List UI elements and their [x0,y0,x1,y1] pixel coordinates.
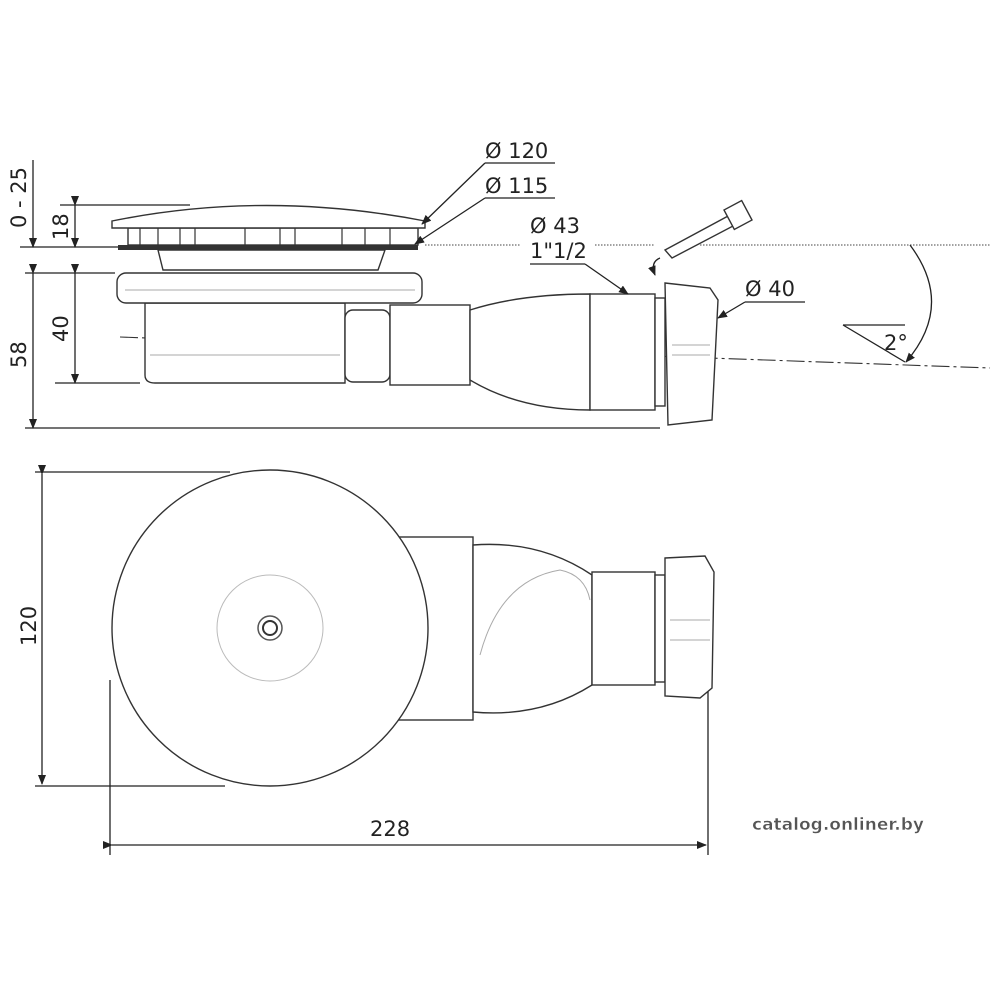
leader-line [414,197,486,245]
cap-slats [127,227,419,246]
wrench-tool-icon [648,199,753,276]
dia-outlet-label: Ø 43 [530,214,580,238]
leader-line [717,301,746,319]
dim-length-label: 228 [370,817,410,841]
outlet-elbow [469,293,591,411]
dim-body-height-label: 40 [49,315,73,342]
dim-adjust-label: 0 - 25 [7,167,31,228]
dim-diameter-label: 120 [17,606,41,646]
compression-nut [664,282,719,426]
slope-triangle [842,324,906,363]
strainer-bowl [157,249,386,271]
body-flange [116,272,423,304]
dia-seat-label: Ø 115 [485,174,548,198]
elbow-detail-line [479,569,591,656]
dia-cap-label: Ø 120 [485,139,548,163]
compression-nut [664,555,715,699]
thread-outlet-label: 1"1/2 [530,239,587,263]
slat-dividers [139,228,391,245]
drain-cap [111,204,426,229]
cap-center-disc [216,574,324,682]
watermark: catalog.onliner.by [752,815,924,835]
side-view: 0 - 25 18 40 58 Ø 120 Ø 115 Ø 43 1"1/2 Ø… [7,139,991,429]
outlet-sleeve [591,571,656,686]
dim-total-height-label: 58 [7,341,31,368]
outlet-elbow [472,543,593,714]
leader-line [584,263,629,295]
dia-nut-label: Ø 40 [745,277,795,301]
slope-label: 2° [884,331,908,355]
outlet-pipe [344,309,391,383]
outlet-nut [389,304,471,386]
outlet-ring [654,297,666,407]
center-screw-head [262,620,278,636]
leader-line [421,162,486,225]
outlet-sleeve [589,293,656,411]
angle-arc [905,244,933,363]
top-view: 120 228 [17,465,715,855]
outlet-ring [654,574,666,683]
seat-ring [118,245,418,250]
drain-body [144,302,346,384]
dim-cap-height-label: 18 [49,213,73,240]
